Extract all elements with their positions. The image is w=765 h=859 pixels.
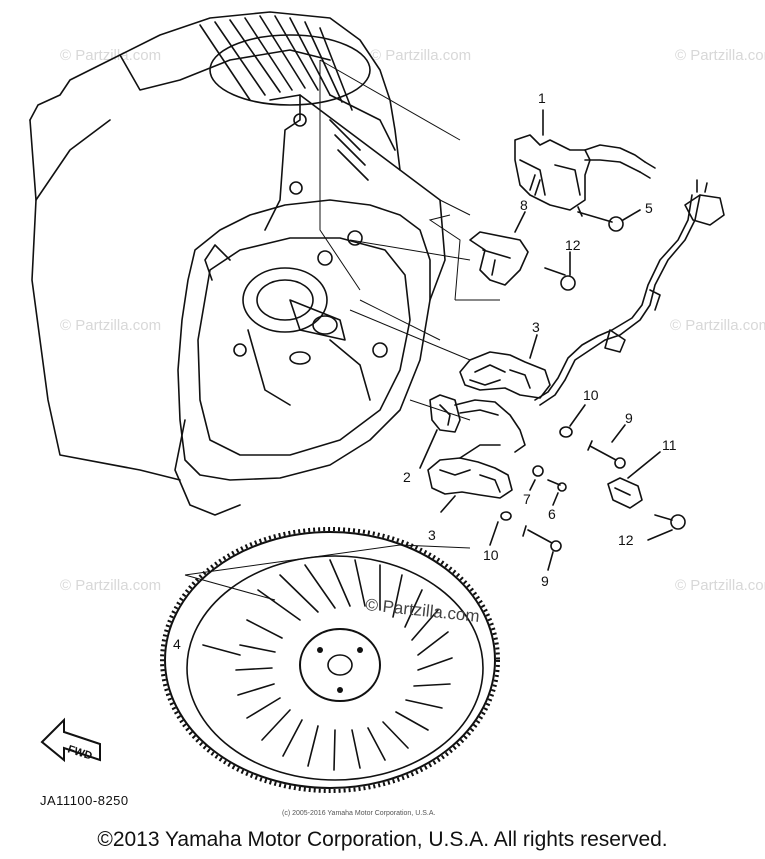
pulser-coil-part-1 <box>514 109 656 211</box>
bolt-part-12-lower <box>647 514 686 541</box>
cover-plate <box>174 94 446 516</box>
bolt-part-9-upper <box>587 424 626 469</box>
partzilla-watermark: © Partzilla.com <box>365 595 481 626</box>
callout-4: 4 <box>173 636 181 652</box>
callout-10-upper: 10 <box>583 387 599 403</box>
lighting-coil-part-3-upper <box>459 334 551 399</box>
callout-1: 1 <box>538 90 546 106</box>
stator-outline <box>319 59 500 421</box>
callout-2: 2 <box>403 469 411 485</box>
parts-diagram: © Partzilla.com © Partzilla.com © Partzi… <box>29 11 765 793</box>
callout-10-lower: 10 <box>483 547 499 563</box>
callout-3-upper: 3 <box>532 319 540 335</box>
callout-labels: 1 2 3 3 4 5 6 7 8 9 9 10 10 11 12 12 <box>173 90 677 652</box>
screw-part-5 <box>577 206 641 232</box>
copyright-footer: ©2013 Yamaha Motor Corporation, U.S.A. A… <box>97 828 668 851</box>
callout-9-lower: 9 <box>541 573 549 589</box>
watermark: © Partzilla.com <box>675 47 765 64</box>
callout-3-lower: 3 <box>428 527 436 543</box>
callout-12-upper: 12 <box>565 237 581 253</box>
screw-part-6 <box>547 479 567 506</box>
callout-12-lower: 12 <box>618 532 634 548</box>
small-copyright: (c) 2005-2016 Yamaha Motor Corporation, … <box>282 810 436 817</box>
clamp-part-11 <box>607 451 661 509</box>
fwd-arrow-icon: FWD <box>40 717 101 763</box>
assembly-lines <box>184 199 471 601</box>
callout-8: 8 <box>520 197 528 213</box>
wire-harness <box>534 179 725 406</box>
watermark: © Partzilla.com <box>60 577 161 594</box>
callout-6: 6 <box>548 506 556 522</box>
watermarks: © Partzilla.com © Partzilla.com © Partzi… <box>60 47 765 594</box>
watermark: © Partzilla.com <box>60 317 161 334</box>
callout-9-upper: 9 <box>625 410 633 426</box>
washer-part-10-upper <box>559 404 586 438</box>
washer-part-10-lower <box>489 511 512 546</box>
source-coil-part-2 <box>419 394 526 469</box>
watermark: © Partzilla.com <box>370 47 471 64</box>
callout-11: 11 <box>662 437 677 453</box>
bracket-part-8 <box>469 211 529 286</box>
figure-code: JA11100-8250 <box>40 793 129 808</box>
watermark: © Partzilla.com <box>670 317 765 334</box>
callout-7: 7 <box>523 491 531 507</box>
charge-coil-part-3-lower <box>427 444 513 513</box>
watermark: © Partzilla.com <box>60 47 161 64</box>
bolt-part-9-lower <box>522 525 562 571</box>
watermark: © Partzilla.com <box>675 577 765 594</box>
bolt-part-12-upper <box>544 251 576 291</box>
washer-part-7 <box>529 465 544 491</box>
callout-5: 5 <box>645 200 653 216</box>
flywheel-part-4 <box>160 527 500 793</box>
